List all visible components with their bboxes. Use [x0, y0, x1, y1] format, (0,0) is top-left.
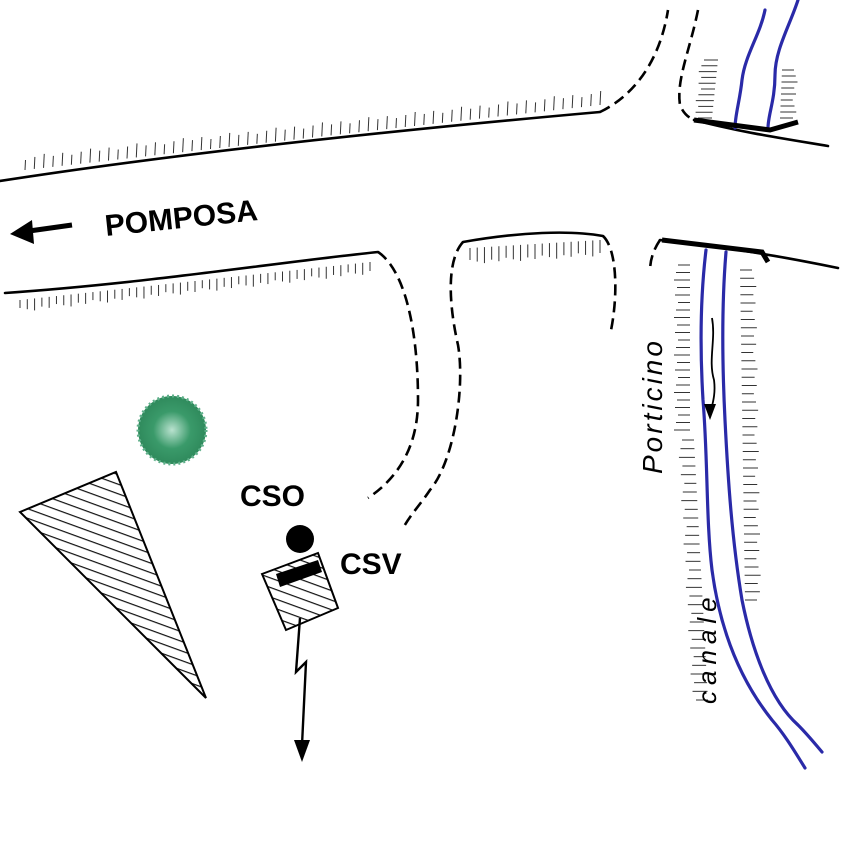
- road-south-edge: [3, 250, 380, 311]
- flow-direction-arrow: [704, 317, 716, 420]
- road-north-edge: [0, 9, 670, 183]
- canal: [661, 0, 824, 770]
- cso-point-marker: [286, 525, 314, 553]
- down-arrow-icon: [294, 617, 310, 762]
- road-northeast: [648, 9, 840, 273]
- bridge-south: [661, 237, 771, 264]
- building-hatched: [18, 470, 207, 699]
- label-csv: CSV: [340, 548, 402, 581]
- label-cso: CSO: [240, 480, 305, 513]
- left-arrow-icon: [10, 220, 73, 244]
- canal-name-canale: canale: [692, 591, 722, 704]
- tree-icon: [136, 394, 208, 466]
- csv-station: [260, 551, 340, 632]
- side-road: [367, 231, 617, 531]
- road-label-pomposa: POMPOSA: [103, 194, 259, 243]
- canal-name-porticino: Porticino: [637, 338, 668, 474]
- bridge-north: [693, 117, 799, 133]
